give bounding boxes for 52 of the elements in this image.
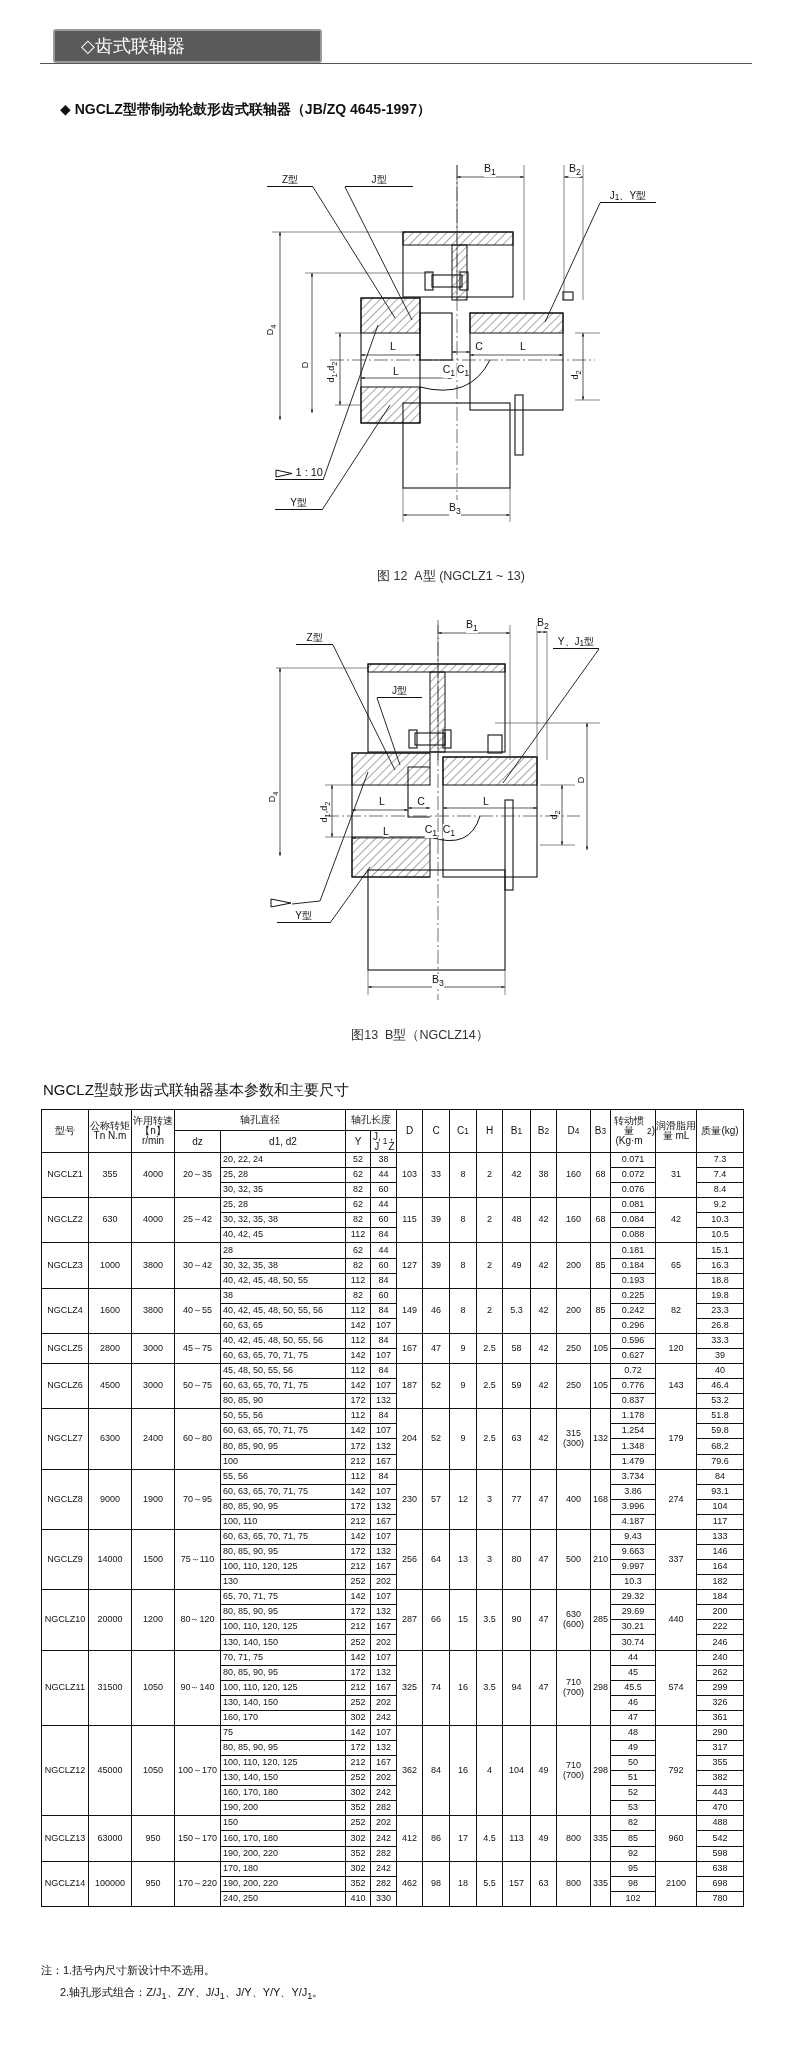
dimension-label: B$_{2}$ <box>569 163 581 177</box>
figure-caption: 图 12 A型 (NGCLZ1 ~ 13) <box>377 569 525 583</box>
leader-line <box>291 771 369 905</box>
dimension-label: C <box>417 795 425 807</box>
leader-line <box>376 697 401 766</box>
type-label: Z型 <box>267 174 313 187</box>
table-title: NGCLZ型鼓形齿式联轴器基本参数和主要尺寸 <box>43 1082 349 1097</box>
leader-line <box>344 186 413 321</box>
dimension-label: B$_{3}$ <box>432 974 444 988</box>
type-label: J型 <box>345 173 413 187</box>
dimension-label: C$_{1}$ <box>456 364 470 378</box>
page-title: ◆ NGCLZ型带制动轮鼓形齿式联轴器（JB/ZQ 4645-1997） <box>60 101 431 119</box>
taper-symbol-icon <box>270 899 292 909</box>
dimension-label: D <box>576 776 586 784</box>
dimension-label: L <box>390 340 396 352</box>
dimension-label: C$_{1}$ <box>442 824 456 838</box>
leader-line <box>322 324 379 481</box>
table-cell: 780 <box>696 1891 744 1907</box>
type-label: J$_{1}$、Y型 <box>600 189 656 203</box>
type-label: Y型 <box>275 497 322 510</box>
dimension-label: L <box>483 795 489 807</box>
leader-line <box>329 866 371 924</box>
dimension-label: L <box>520 340 526 352</box>
footnote: 注：1.括号内尺寸新设计中不选用。 <box>41 1965 216 1976</box>
dimension-label: L <box>379 795 385 807</box>
dimension-label: B$_{1}$ <box>484 163 496 177</box>
dimension-label: L <box>383 825 389 837</box>
dimension-label: C <box>475 340 483 352</box>
table-header-cell: 质量(kg) <box>696 1109 744 1153</box>
section-header-tab: ◇齿式联轴器 <box>53 29 322 63</box>
leader-line <box>544 202 601 323</box>
table-header-cell: 型号 <box>41 1109 89 1153</box>
type-label: Z型 <box>296 632 333 645</box>
dimension-label: L <box>393 365 399 377</box>
leader-line <box>502 648 600 784</box>
leader-line <box>312 186 396 319</box>
dimension-label: C$_{1}$ <box>424 824 438 838</box>
table-cell: NGCLZ14 <box>41 1861 89 1907</box>
type-label: J型 <box>377 685 422 698</box>
type-label: Y、J$_{1}$型 <box>553 636 599 649</box>
dimension-label: B$_{2}$ <box>537 617 549 631</box>
dimension-label: C$_{1}$ <box>442 364 456 378</box>
figure-caption: 图13 B型（NGCLZ14） <box>351 1028 489 1042</box>
type-label: Y型 <box>277 910 330 923</box>
dimension-label: B$_{1}$ <box>466 619 478 633</box>
leader-line <box>332 644 396 771</box>
dimension-label: D <box>300 361 310 369</box>
footnote: 2.轴孔形式组合：Z/J$_{1}$、Z/Y、J/J$_{1}$、J/Y、Y/Y、Y/J$_{1}$。 <box>60 1987 324 2002</box>
dimension-label: B$_{3}$ <box>449 502 461 516</box>
taper-callout <box>275 467 323 480</box>
leader-line <box>321 404 391 511</box>
taper-ratio-label: 1 : 10 <box>295 467 323 478</box>
